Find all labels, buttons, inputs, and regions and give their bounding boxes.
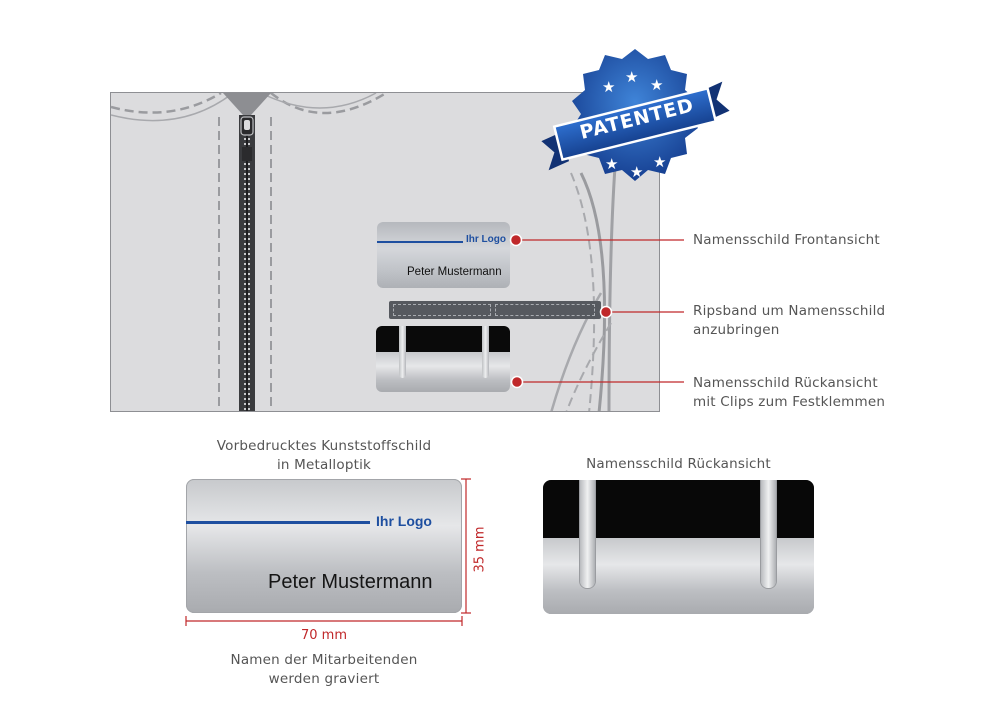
nameplate-large-name: Peter Mustermann [268, 571, 433, 593]
callout-back-line-2: mit Clips zum Festklemmen [693, 394, 886, 410]
svg-text:★: ★ [625, 68, 638, 86]
svg-text:★: ★ [605, 155, 618, 173]
front-caption-line-1: Vorbedrucktes Kunststoffschild [216, 438, 432, 454]
svg-text:★: ★ [650, 76, 663, 94]
ribbon-band [389, 301, 601, 319]
back-detail-caption: Namensschild Rückansicht [586, 456, 771, 472]
callout-front-line-1: Namensschild Frontansicht [693, 232, 880, 248]
callout-ribbon: Ripsband um Namensschild anzubringen [693, 302, 885, 340]
front-caption-line-2: in Metalloptik [276, 457, 372, 473]
svg-text:★: ★ [653, 153, 666, 171]
callout-front: Namensschild Frontansicht [693, 231, 880, 250]
height-dimension-label: 35 mm [472, 526, 488, 573]
nameplate-large-logo: Ihr Logo [376, 513, 432, 529]
width-dimension-label: 70 mm [300, 628, 347, 643]
patented-badge: ★ ★ ★ ★ ★ ★ PATENTED [540, 44, 730, 194]
callout-back-line-1: Namensschild Rückansicht [693, 375, 878, 391]
clip-left [580, 480, 595, 588]
nameplate-small-front: Ihr Logo Peter Mustermann [377, 222, 510, 288]
front-note-line-2: werden graviert [268, 671, 380, 687]
front-note-line-1: Namen der Mitarbeitenden [230, 652, 418, 668]
callout-ribbon-line-2: anzubringen [693, 322, 780, 338]
clip-right [761, 480, 776, 588]
front-detail-note: Namen der Mitarbeitenden werden graviert [186, 651, 462, 689]
callout-ribbon-line-1: Ripsband um Namensschild [693, 303, 886, 319]
nameplate-small-logo: Ihr Logo [466, 234, 506, 245]
callout-back: Namensschild Rückansicht mit Clips zum F… [693, 374, 885, 412]
nameplate-small-back [376, 326, 510, 392]
svg-text:★: ★ [630, 163, 643, 181]
svg-text:★: ★ [602, 78, 615, 96]
nameplate-front-large: Ihr Logo Peter Mustermann [186, 479, 462, 613]
front-detail-caption: Vorbedrucktes Kunststoffschild in Metall… [186, 437, 462, 475]
nameplate-back-large [543, 480, 814, 614]
nameplate-small-name: Peter Mustermann [407, 266, 502, 278]
